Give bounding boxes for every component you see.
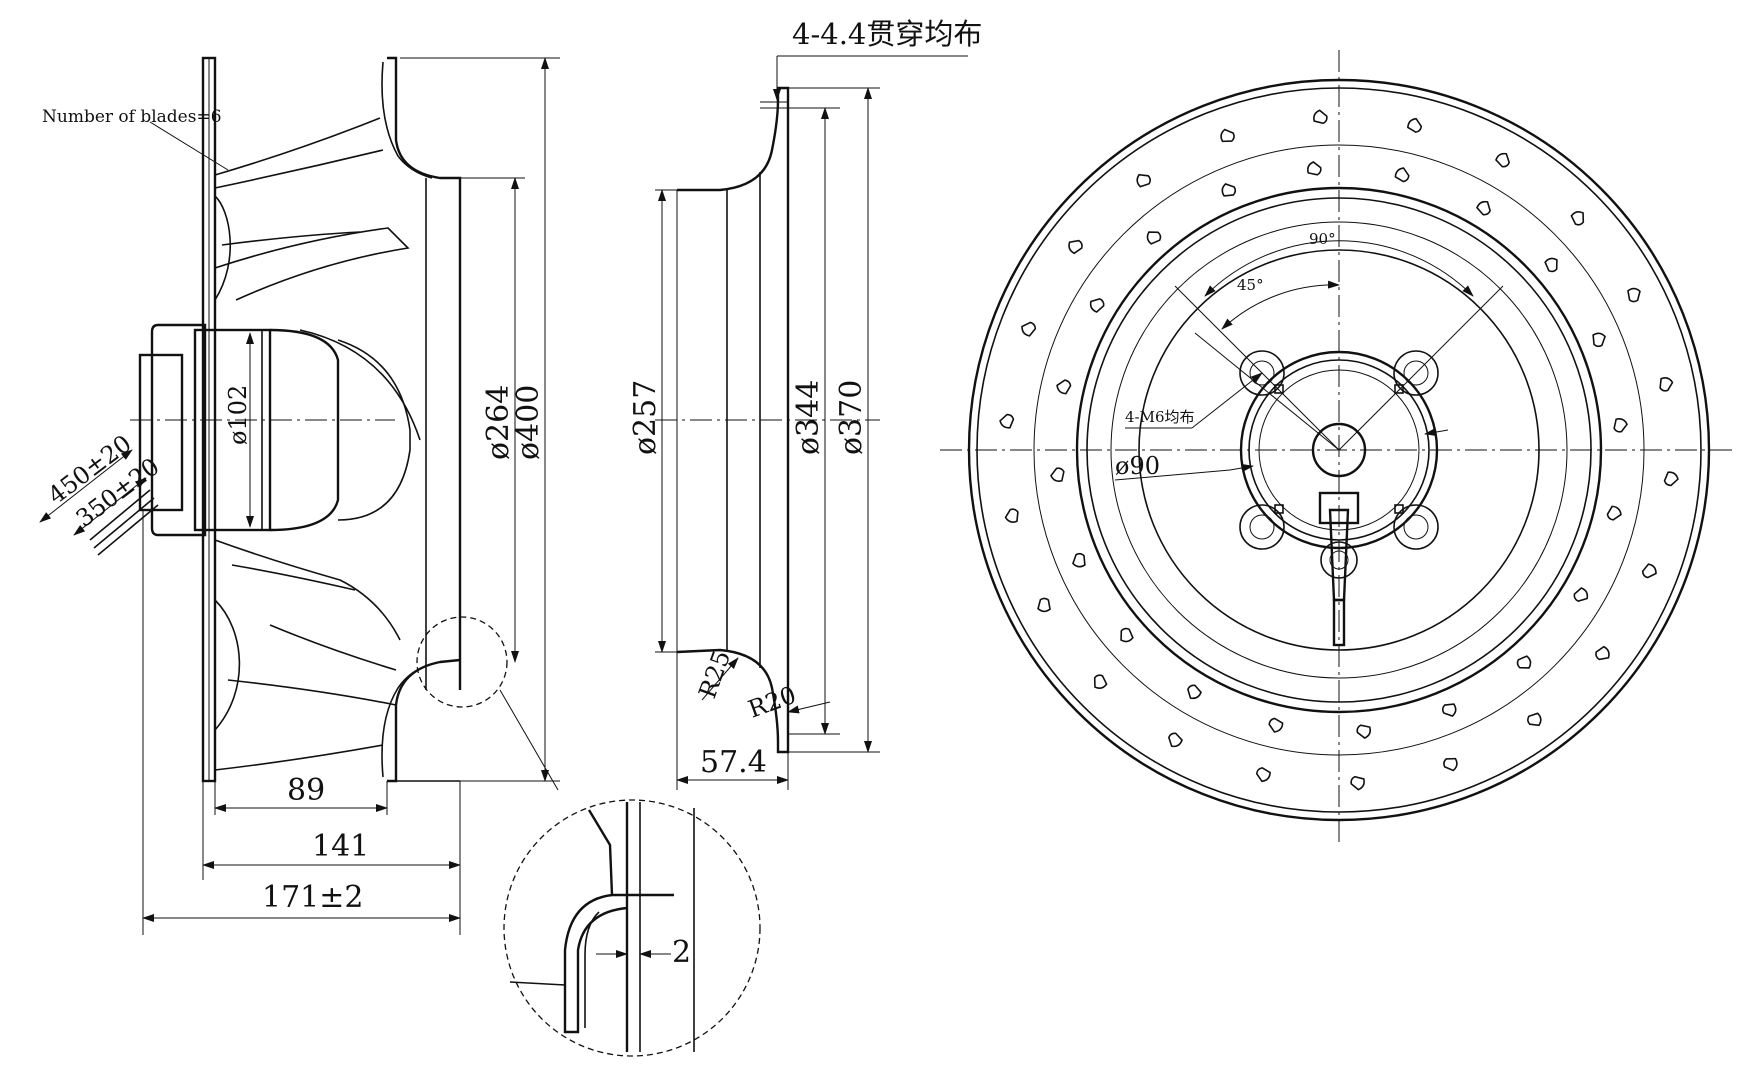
radius-upper-label: R25 <box>693 647 736 702</box>
motor <box>138 323 421 537</box>
blade-tip-mark <box>1037 597 1051 613</box>
blade-tip-mark <box>1056 379 1072 395</box>
shroud-upper <box>381 56 462 690</box>
blade-tip-mark <box>1356 724 1371 739</box>
blade-tip-mark <box>1268 717 1284 733</box>
blade-note-leader <box>149 121 229 171</box>
blade-tip-mark <box>1627 287 1641 303</box>
blade-tip-mark <box>1089 298 1105 313</box>
blade-tip-mark <box>1167 732 1183 748</box>
inlet-ring-section: 4-4.4贯穿均布 ø257 ø344 ø370 R25 R20 <box>628 17 982 790</box>
blade-tip-mark <box>1592 332 1606 348</box>
blade-tip-mark <box>1570 210 1585 226</box>
blade-tip-mark <box>1527 712 1542 727</box>
radius-lower-label: R20 <box>744 681 799 724</box>
blade-tip-mark <box>1146 231 1162 245</box>
side-view: Number of blades=6 ø102 ø264 ø400 450±20… <box>39 56 761 1057</box>
inlet-ring-radius-dims: R25 R20 <box>693 647 831 724</box>
flange-outer-diameter-label: ø370 <box>834 380 869 455</box>
blade-tip-mark <box>1050 467 1065 482</box>
mounting-holes-note: 4-4.4贯穿均布 <box>760 17 982 109</box>
blade-tip-mark <box>1595 645 1610 661</box>
blade-tip-mark <box>1120 627 1134 643</box>
blade-tip-mark <box>1659 377 1674 392</box>
blade-count-note: Number of blades=6 <box>42 107 222 127</box>
bolt-circle-label: ø90 <box>1115 452 1160 480</box>
blade-tip-mark <box>1544 257 1558 273</box>
angle-dims: 90° 45° <box>1174 230 1504 451</box>
blade-tip-mark <box>1663 471 1679 487</box>
blade-tip-mark <box>1495 152 1511 168</box>
cable-gland <box>1318 491 1360 647</box>
overall-length-label: 171±2 <box>262 880 363 915</box>
mounting-holes-label: 4-4.4贯穿均布 <box>792 17 982 51</box>
blade-tip-mark <box>1220 128 1235 143</box>
flange-inner-diameter-label: ø344 <box>791 380 826 455</box>
front-view: 90° 45° 4-M6均布 ø90 <box>940 50 1735 842</box>
thread-note: 4-M6均布 <box>1125 372 1263 429</box>
blade-tip-mark <box>1516 655 1532 669</box>
blade-tip-mark <box>1443 757 1458 772</box>
detail-magnified-circle <box>503 799 761 1057</box>
blade-tips <box>999 109 1679 791</box>
blade-tip-mark <box>1004 508 1019 523</box>
thread-label: 4-M6均布 <box>1125 408 1195 426</box>
blade-tip-mark <box>1187 684 1202 700</box>
shroud-lower <box>381 658 461 783</box>
blade-tip-mark <box>1641 563 1657 579</box>
blade-tip-mark <box>1613 418 1628 433</box>
blade-tip-mark <box>1476 200 1491 216</box>
inlet-ring-depth-dim: 57.4 <box>676 652 789 790</box>
inlet-ring-diameter-dims: ø257 ø344 ø370 <box>628 87 880 753</box>
outer-diameter-label: ø400 <box>511 385 546 460</box>
bolt-circle-dim: ø90 <box>1114 428 1449 481</box>
throat-diameter-label: ø257 <box>628 380 663 455</box>
blade-tip-mark <box>1441 703 1457 717</box>
blade-tip-mark <box>999 413 1015 429</box>
detail-callout: 2 <box>416 616 761 1057</box>
blade-tip-mark <box>1221 183 1237 197</box>
outer-angle-label: 90° <box>1309 230 1336 248</box>
blade-tip-mark <box>1093 674 1108 690</box>
blade-tip-mark <box>1072 552 1086 568</box>
front-rings <box>967 78 1711 822</box>
blade-tip-mark <box>1307 161 1322 176</box>
blade-tip-mark <box>1606 505 1622 521</box>
inlet-diameter-label: ø264 <box>481 385 516 460</box>
hub-diameter-dim: ø102 <box>224 332 254 528</box>
blade-tip-mark <box>1350 775 1365 791</box>
blade-span-label: 89 <box>287 773 325 808</box>
blade-tip-mark <box>1407 117 1423 133</box>
side-diameter-dims: ø264 ø400 <box>400 57 560 782</box>
mounting-bosses <box>1239 350 1439 579</box>
motor-to-rim-label: 141 <box>312 829 369 864</box>
blade-tip-mark <box>1313 109 1328 125</box>
blade-tip-mark <box>1068 239 1083 255</box>
hub-diameter-label: ø102 <box>224 385 252 445</box>
blade-tip-mark <box>1394 167 1410 183</box>
side-length-dims: 89 141 171±2 <box>142 510 461 935</box>
cable-length-dims: 450±20 350±20 <box>39 429 165 536</box>
blade-tip-mark <box>1255 767 1271 783</box>
inner-angle-label: 45° <box>1237 276 1264 294</box>
blades <box>214 117 410 771</box>
blade-tip-mark <box>1021 321 1037 337</box>
blade-tip-mark <box>1573 587 1589 602</box>
blade-tip-mark <box>1136 173 1151 188</box>
detail-gap-label: 2 <box>672 935 691 970</box>
depth-label: 57.4 <box>700 745 767 780</box>
